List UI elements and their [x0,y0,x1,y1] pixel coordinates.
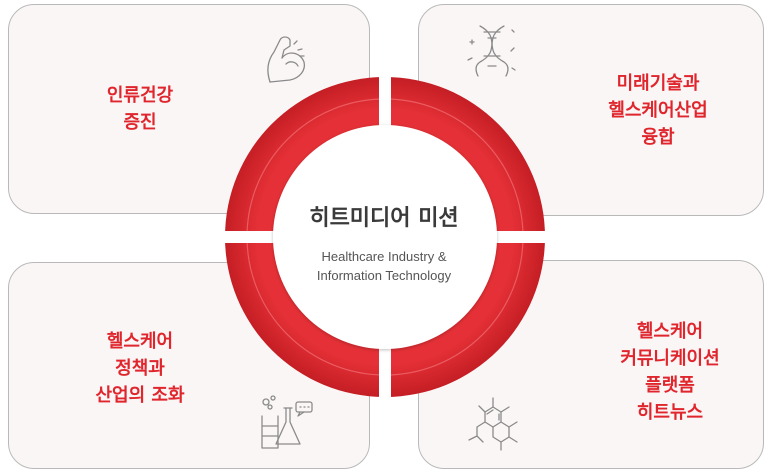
label-policy-industry: 헬스케어 정책과 산업의 조화 [70,328,210,409]
flexed-arm-icon [256,30,316,90]
label-line: 인류건강 [106,85,174,106]
label-line: 융합 [641,127,675,148]
label-line: 헬스케어산업 [608,100,708,121]
label-communication-platform: 헬스케어 커뮤니케이션 플랫폼 히트뉴스 [590,318,750,426]
mission-subtitle: Healthcare Industry & Information Techno… [284,247,484,285]
label-line: 미래기술과 [616,73,700,94]
label-line: 히트뉴스 [636,402,704,423]
mission-subtitle-line: Healthcare Industry & [321,249,447,264]
lab-flask-icon [256,392,316,452]
molecule-icon [463,392,523,452]
label-line: 산업의 조화 [95,385,185,406]
label-line: 정책과 [115,358,165,379]
label-line: 커뮤니케이션 [620,348,720,369]
label-line: 헬스케어 [106,331,174,352]
dna-helix-icon [462,20,522,80]
label-line: 증진 [123,112,157,133]
label-future-tech: 미래기술과 헬스케어산업 융합 [568,70,748,151]
label-line: 플랫폼 [645,375,695,396]
mission-title: 히트미디어 미션 [309,206,459,231]
mission-subtitle-line: Information Technology [316,268,452,283]
center-circle [273,125,497,349]
label-line: 헬스케어 [636,321,704,342]
label-human-health: 인류건강 증진 [70,82,210,136]
